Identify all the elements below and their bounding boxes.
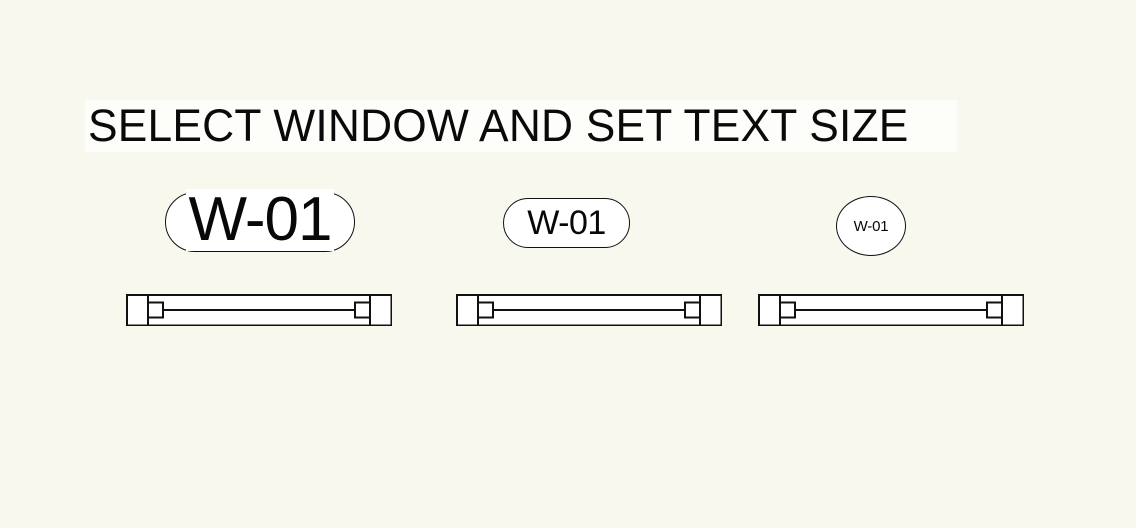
page-title: SELECT WINDOW AND SET TEXT SIZE: [88, 100, 909, 151]
window-tag-label: W-01: [853, 217, 889, 235]
window-plan-symbol-2[interactable]: [456, 294, 722, 326]
page-title-highlight: [85, 100, 957, 152]
window-tag-small[interactable]: W-01: [836, 196, 906, 256]
window-plan-symbol-3[interactable]: [758, 294, 1024, 326]
window-tag-label: W-01: [186, 185, 334, 254]
window-group-medium: W-01: [420, 0, 760, 528]
window-group-small: W-01: [722, 0, 1062, 528]
window-tag-large[interactable]: W-01: [165, 185, 355, 254]
window-tag-medium[interactable]: W-01: [503, 198, 630, 248]
window-tag-label: W-01: [527, 204, 606, 242]
window-group-large: W-01: [90, 0, 430, 528]
window-plan-symbol-1[interactable]: [126, 294, 392, 326]
